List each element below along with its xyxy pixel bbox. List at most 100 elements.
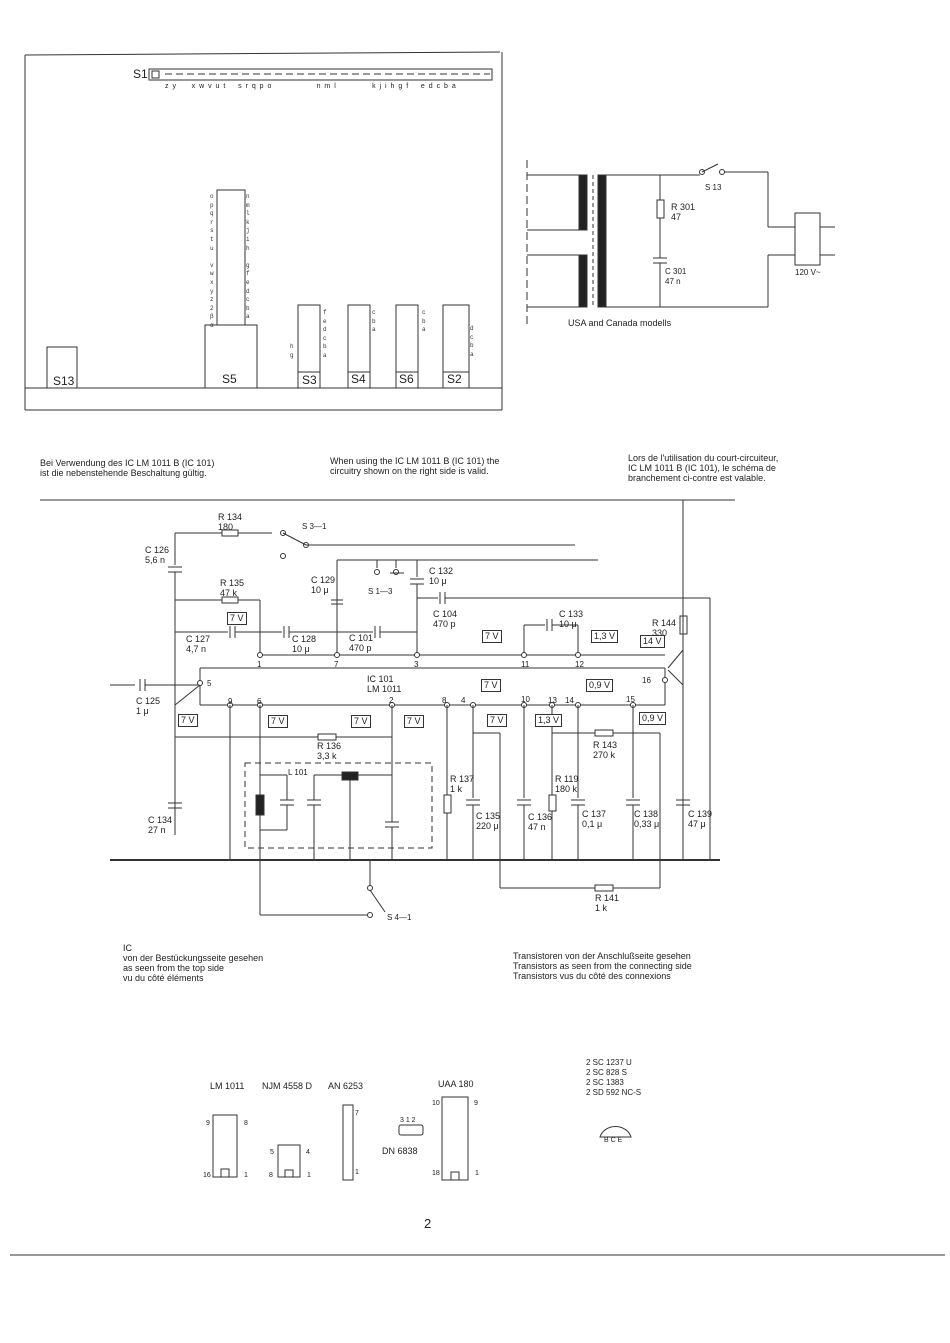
c136-label: C 136 47 n <box>528 812 553 832</box>
c104-label: C 104 470 p <box>433 609 458 629</box>
ic-note-left: IC von der Bestückungsseite gesehen as s… <box>123 943 264 983</box>
ic-pin: 1 <box>475 1170 479 1177</box>
voltage-box: 7 V <box>481 679 501 692</box>
c125-label: C 125 1 μ <box>136 696 161 716</box>
voltage-box: 7 V <box>227 612 247 625</box>
r119-label: R 119 180 k <box>555 774 579 794</box>
pin-15: 15 <box>626 695 635 704</box>
pin-12: 12 <box>575 660 584 669</box>
plug-label: 120 V~ <box>795 268 821 277</box>
ic-pin: 5 <box>270 1149 274 1156</box>
s2-letters: d c b a <box>470 325 474 358</box>
r134-label: R 134 180 <box>218 512 243 532</box>
r143-label: R 143 270 k <box>593 740 618 760</box>
c128-label: C 128 10 μ <box>292 634 317 654</box>
ic-name-dn6838: DN 6838 <box>382 1146 418 1156</box>
s4-letters: c b a <box>372 309 376 334</box>
c301-label: C 301 47 n <box>665 267 687 286</box>
c134-label: C 134 27 n <box>148 815 173 835</box>
pin-10: 10 <box>521 695 530 704</box>
voltage-box: 7 V <box>268 715 288 728</box>
switch-s4-label: S4 <box>351 372 366 386</box>
s3-left-letters: h g <box>290 343 294 359</box>
transistor-note: Transistoren von der Anschlußseite geseh… <box>513 951 692 981</box>
ic-pin: 9 <box>206 1120 210 1127</box>
c135-label: C 135 220 μ <box>476 811 501 831</box>
switch-s5-label: S5 <box>222 372 237 386</box>
s13-label: S 13 <box>705 183 722 192</box>
pin-9: 9 <box>228 697 233 706</box>
ic-pin: 8 <box>244 1120 248 1127</box>
c132-label: C 132 10 μ <box>429 566 454 586</box>
pin-11: 11 <box>521 660 530 669</box>
c138-label: C 138 0,33 μ <box>634 809 660 829</box>
pin-6: 6 <box>257 697 262 706</box>
switch-s3-label: S3 <box>302 373 317 387</box>
voltage-box: 0,9 V <box>586 679 614 692</box>
voltage-box: 7 V <box>351 715 371 728</box>
switch-s6-label: S6 <box>399 372 414 386</box>
transistor-type: 2 SC 1383 <box>586 1078 624 1087</box>
c137-label: C 137 0,1 μ <box>582 809 607 829</box>
ic-pin: 18 <box>432 1170 440 1177</box>
voltage-box: 7 V <box>482 630 502 643</box>
r136-label: R 136 3,3 k <box>317 741 342 761</box>
switch-s2-label: S2 <box>447 372 462 386</box>
pin-7: 7 <box>334 660 339 669</box>
voltage-box: 1,3 V <box>591 630 619 643</box>
ic-pin: 8 <box>269 1172 273 1179</box>
pin-14: 14 <box>565 696 574 705</box>
s1-contacts: z y x w v u t s r q p o n m l k j i h g … <box>165 83 457 90</box>
note-german: Bei Verwendung des IC LM 1011 B (IC 101)… <box>40 458 215 478</box>
ic-pin: 1 <box>307 1172 311 1179</box>
switch-s13-label: S13 <box>53 374 75 388</box>
c133-label: C 133 10 μ <box>559 609 584 629</box>
ic-name-an6253: AN 6253 <box>328 1081 364 1091</box>
s6-letters: c b a <box>422 309 426 334</box>
pin-5: 5 <box>207 679 212 688</box>
c129-label: C 129 10 μ <box>311 575 336 595</box>
s3-1-label: S 3—1 <box>302 522 327 531</box>
s3-letters: f e d c b a <box>323 309 327 359</box>
power-caption: USA and Canada modells <box>568 318 672 328</box>
l101-label: L 101 <box>288 768 308 777</box>
pin-4: 4 <box>461 696 466 705</box>
page-number: 2 <box>424 1216 432 1231</box>
transistor-type: 2 SC 1237 U <box>586 1058 632 1067</box>
c139-label: C 139 47 μ <box>688 809 713 829</box>
ic-pin: 1 <box>244 1172 248 1179</box>
ic-pin: 1 <box>355 1169 359 1176</box>
r301-label: R 301 47 <box>671 202 696 222</box>
pin-1: 1 <box>257 660 262 669</box>
ic-name-njm4558: NJM 4558 D <box>262 1081 313 1091</box>
r137-label: R 137 1 k <box>450 774 475 794</box>
ic-pin: 10 <box>432 1100 440 1107</box>
voltage-box: 7 V <box>487 714 507 727</box>
c126-label: C 126 5,6 n <box>145 545 170 565</box>
s4-1-label: S 4—1 <box>387 913 412 922</box>
r141-label: R 141 1 k <box>595 893 620 913</box>
s5-right-letters: n m l k j i h g f e d c b a <box>246 193 250 321</box>
ic-pin: 4 <box>306 1149 310 1156</box>
ic101-label: IC 101 LM 1011 <box>367 674 402 694</box>
voltage-box: 7 V <box>404 715 424 728</box>
pin-13: 13 <box>548 696 557 705</box>
ic-pin: 9 <box>474 1100 478 1107</box>
note-french: Lors de l'utilisation du court-circuiteu… <box>628 453 779 483</box>
ic-pin: 16 <box>203 1172 211 1179</box>
pin-2: 2 <box>389 696 394 705</box>
ic-name-lm1011: LM 1011 <box>210 1081 245 1091</box>
ic-pin: 3 1 2 <box>400 1117 416 1124</box>
voltage-box: 1,3 V <box>535 714 563 727</box>
pin-16: 16 <box>642 676 651 685</box>
transistor-pins: B C E <box>604 1137 623 1144</box>
transistor-type: 2 SD 592 NC-S <box>586 1088 642 1097</box>
ic-name-uaa180: UAA 180 <box>438 1079 474 1089</box>
s1-3-label: S 1—3 <box>368 587 393 596</box>
c127-label: C 127 4,7 n <box>186 634 211 654</box>
s5-left-letters: o p q r s t u v w x y z 2 β α <box>210 193 214 329</box>
c101-label: C 101 470 p <box>349 633 374 653</box>
ic-pin: 7 <box>355 1110 359 1117</box>
pin-8: 8 <box>442 696 447 705</box>
